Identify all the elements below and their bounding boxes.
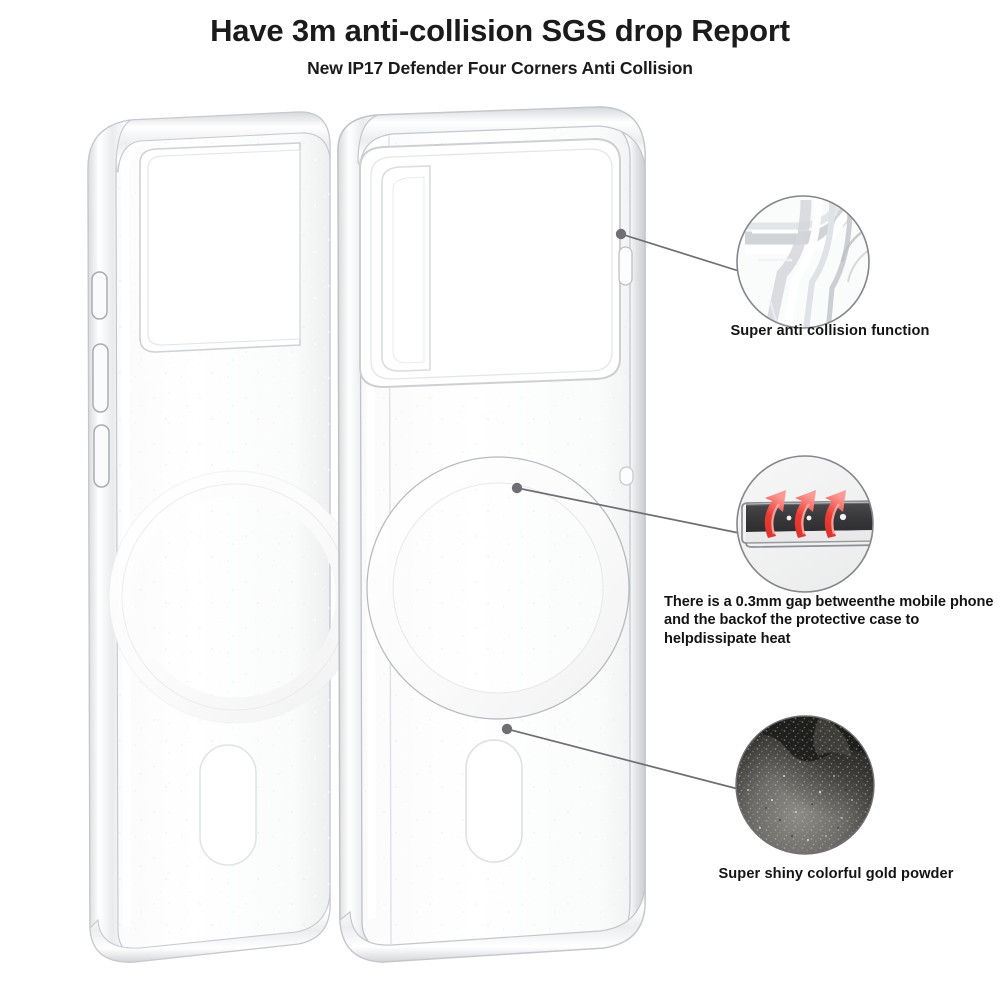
side-buttons-front	[618, 246, 634, 486]
page-title: Have 3m anti-collision SGS drop Report	[210, 13, 790, 48]
leader-dot-heat	[511, 482, 523, 494]
leader-line-powder	[506, 728, 743, 791]
callout-bubble-heat	[736, 455, 874, 593]
leader-dot-powder	[501, 723, 513, 735]
side-buttons-back	[91, 271, 110, 488]
callout-bubble-powder	[735, 715, 875, 855]
callout-bubble-anti-collision	[736, 195, 870, 329]
leader-dot-anti-collision	[615, 228, 627, 240]
callout-label-gold-powder: Super shiny colorful gold powder	[718, 866, 954, 882]
back-case-graphic	[87, 111, 362, 963]
front-case-graphic	[337, 106, 646, 963]
magsafe-ring-front	[366, 456, 630, 720]
leader-line-anti-collision	[620, 233, 743, 273]
heat-arrows	[764, 490, 846, 538]
page-subtitle: New IP17 Defender Four Corners Anti Coll…	[307, 57, 693, 78]
leader-line-heat	[516, 487, 745, 535]
magsafe-lower-cutout-back	[199, 744, 257, 866]
phone-body-bar	[746, 503, 873, 532]
callout-label-anti-collision: Super anti collision function	[730, 323, 930, 339]
header-block: Have 3m anti-collision SGS drop Report N…	[0, 13, 1000, 79]
camera-cutout-front	[359, 137, 621, 389]
callout-label-heat-dissipation: There is a 0.3mm gap betweenthe mobile p…	[664, 594, 994, 647]
leader-lines	[501, 228, 745, 791]
magsafe-lower-cutout-front	[465, 739, 523, 863]
